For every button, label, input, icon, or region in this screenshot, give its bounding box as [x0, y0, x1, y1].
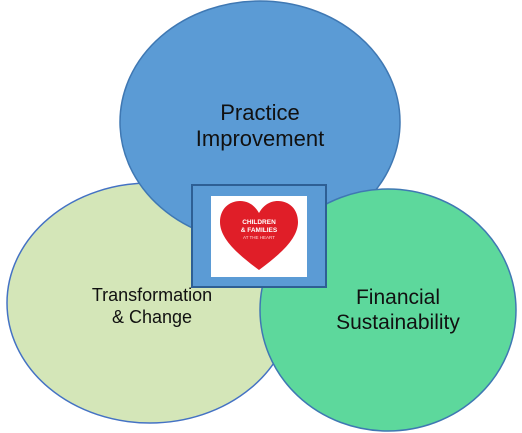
logo-text-line3: AT THE HEART	[243, 235, 275, 240]
transformation-label-line1: Transformation	[91, 285, 213, 305]
financial-label-line1: Financial	[355, 286, 441, 309]
practice-label: Practice Improvement	[160, 100, 360, 153]
transformation-label: Transformation & Change	[52, 285, 252, 328]
financial-label: Financial Sustainability	[298, 285, 498, 335]
practice-label-line1: Practice	[220, 100, 300, 125]
financial-label-line2: Sustainability	[336, 311, 460, 335]
heart-logo: CHILDREN & FAMILIES AT THE HEART	[220, 201, 298, 270]
practice-label-line2: Improvement	[195, 126, 325, 152]
transformation-label-line2: & Change	[111, 306, 193, 327]
logo-text-line2: & FAMILIES	[241, 227, 278, 234]
logo-text-line1: CHILDREN	[242, 219, 276, 226]
heart-icon	[220, 201, 298, 270]
